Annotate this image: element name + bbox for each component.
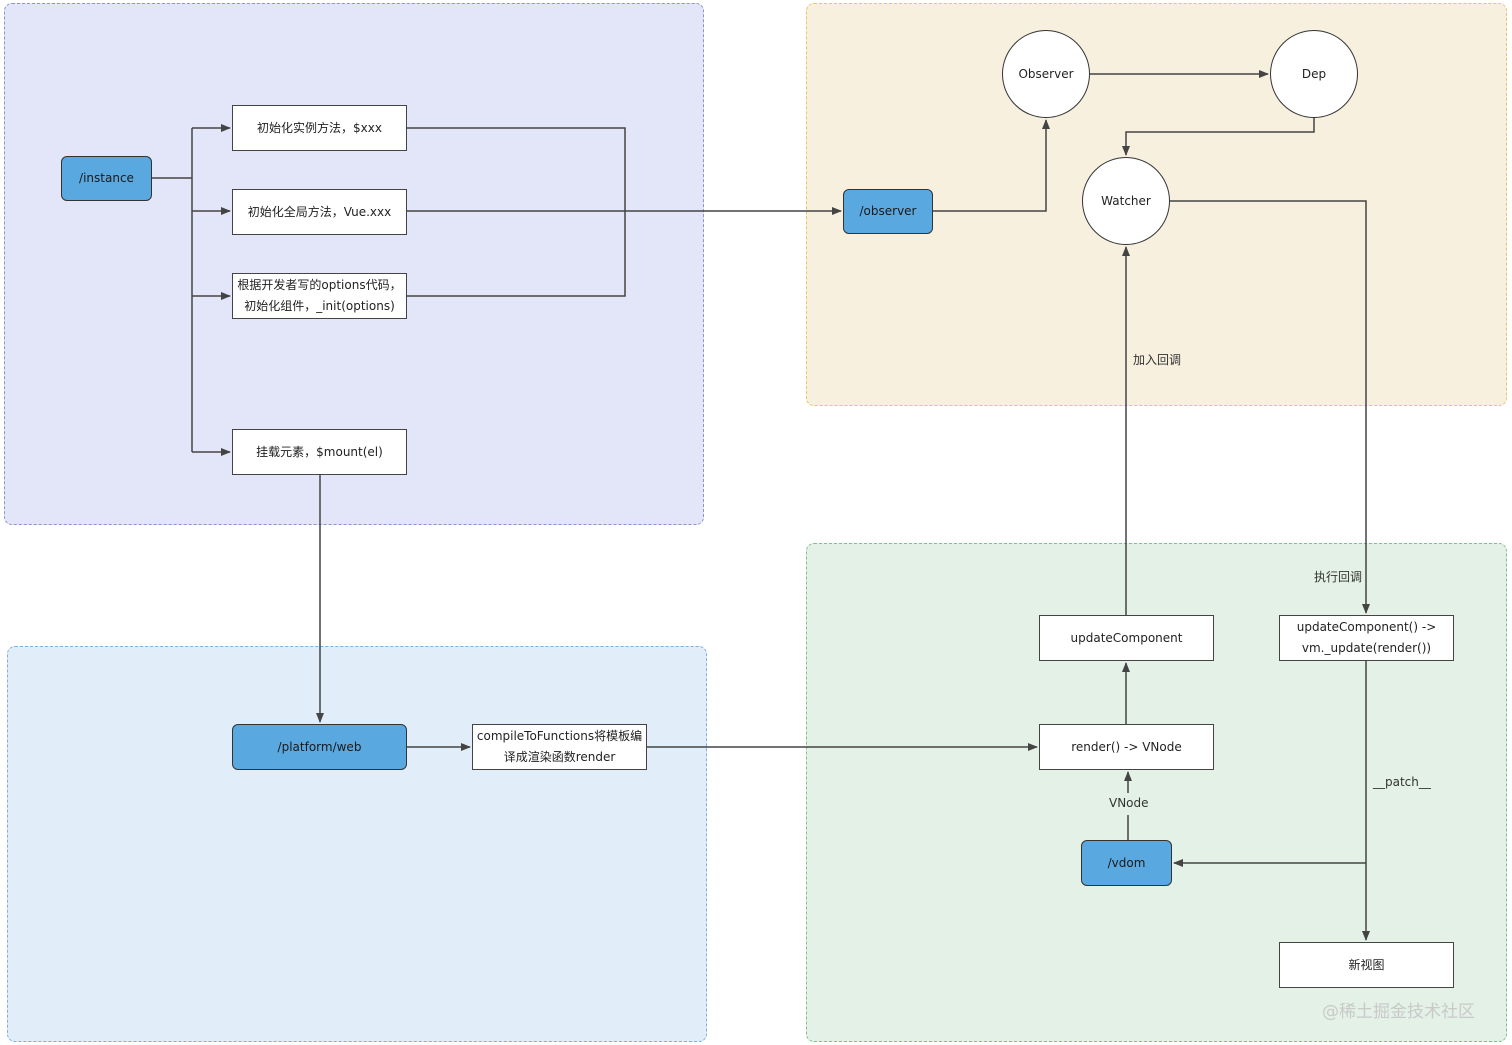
vdom-module: /vdom xyxy=(1081,840,1172,886)
edge-dep-to-watcher xyxy=(1122,118,1315,156)
observer-module: /observer xyxy=(843,189,933,234)
dep-circle: Dep xyxy=(1270,30,1358,118)
platform-web-module: /platform/web xyxy=(232,724,407,770)
mount-element-box: 挂载元素，$mount(el) xyxy=(232,429,407,475)
edge-bracket xyxy=(407,127,626,297)
observer-circle: Observer xyxy=(1002,30,1090,118)
platform-region xyxy=(7,646,707,1042)
init-instance-methods-box: 初始化实例方法，$xxx xyxy=(232,105,407,151)
update-component-box: updateComponent xyxy=(1039,615,1214,661)
render-vnode-box: render() -> VNode xyxy=(1039,724,1214,770)
edge-instance-trunk xyxy=(152,128,193,452)
compile-to-functions-box: compileToFunctions将模板编 译成渲染函数render xyxy=(472,724,647,770)
run-callback-label: 执行回调 xyxy=(1314,570,1363,584)
new-view-box: 新视图 xyxy=(1279,942,1454,988)
add-callback-label: 加入回调 xyxy=(1133,353,1182,367)
edge-watcher-to-update-call xyxy=(1170,200,1370,614)
init-global-methods-box: 初始化全局方法，Vue.xxx xyxy=(232,189,407,235)
edge-observer-module-to-observer xyxy=(933,119,1050,212)
watermark: @稀土掘金技术社区 xyxy=(1322,1002,1475,1022)
instance-module: /instance xyxy=(61,156,152,201)
update-component-call-box: updateComponent() -> vm._update(render()… xyxy=(1279,615,1454,661)
patch-label: __patch__ xyxy=(1373,775,1431,789)
init-component-box: 根据开发者写的options代码， 初始化组件，_init(options) xyxy=(232,273,407,319)
vnode-label: VNode xyxy=(1109,796,1149,810)
watcher-circle: Watcher xyxy=(1082,157,1170,245)
